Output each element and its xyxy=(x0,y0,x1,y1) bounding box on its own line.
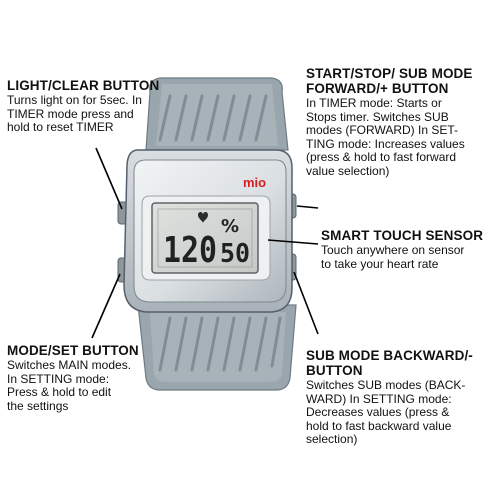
brand-logo: mio xyxy=(243,175,266,190)
callout-title: MODE/SET BUTTON xyxy=(7,343,139,358)
callout-description: Turns light on for 5sec. In TIMER mode p… xyxy=(7,93,142,134)
callout-light-clear: LIGHT/CLEAR BUTTON Turns light on for 5s… xyxy=(7,78,182,135)
callout-title: SMART TOUCH SENSOR xyxy=(321,228,484,243)
lcd-display: 120 % 50 xyxy=(151,202,259,274)
callout-description: Switches SUB modes (BACK- WARD) In SETTI… xyxy=(306,378,466,446)
callout-lines xyxy=(91,147,319,339)
callout-title: START/STOP/ SUB MODE FORWARD/+ BUTTON xyxy=(306,66,473,96)
callout-title: LIGHT/CLEAR BUTTON xyxy=(7,78,160,93)
callout-mode-set: MODE/SET BUTTON Switches MAIN modes. In … xyxy=(7,343,167,413)
callout-description: Touch anywhere on sensor to take your he… xyxy=(321,243,465,271)
lower-strap xyxy=(137,304,297,391)
callout-start-stop: START/STOP/ SUB MODE FORWARD/+ BUTTON In… xyxy=(306,66,498,178)
callout-sub-backward: SUB MODE BACKWARD/- BUTTON Switches SUB … xyxy=(306,348,498,447)
upper-strap xyxy=(145,77,289,151)
callout-description: Switches MAIN modes. In SETTING mode: Pr… xyxy=(7,358,132,413)
callout-title: SUB MODE BACKWARD/- BUTTON xyxy=(306,348,473,378)
percent-symbol: % xyxy=(221,216,239,237)
callout-description: In TIMER mode: Starts or Stops timer. Sw… xyxy=(306,96,465,178)
heart-rate-value: 120 xyxy=(163,230,217,271)
callout-smart-touch: SMART TOUCH SENSOR Touch anywhere on sen… xyxy=(321,228,497,271)
heart-icon xyxy=(198,212,208,223)
percent-value: 50 xyxy=(220,239,250,269)
